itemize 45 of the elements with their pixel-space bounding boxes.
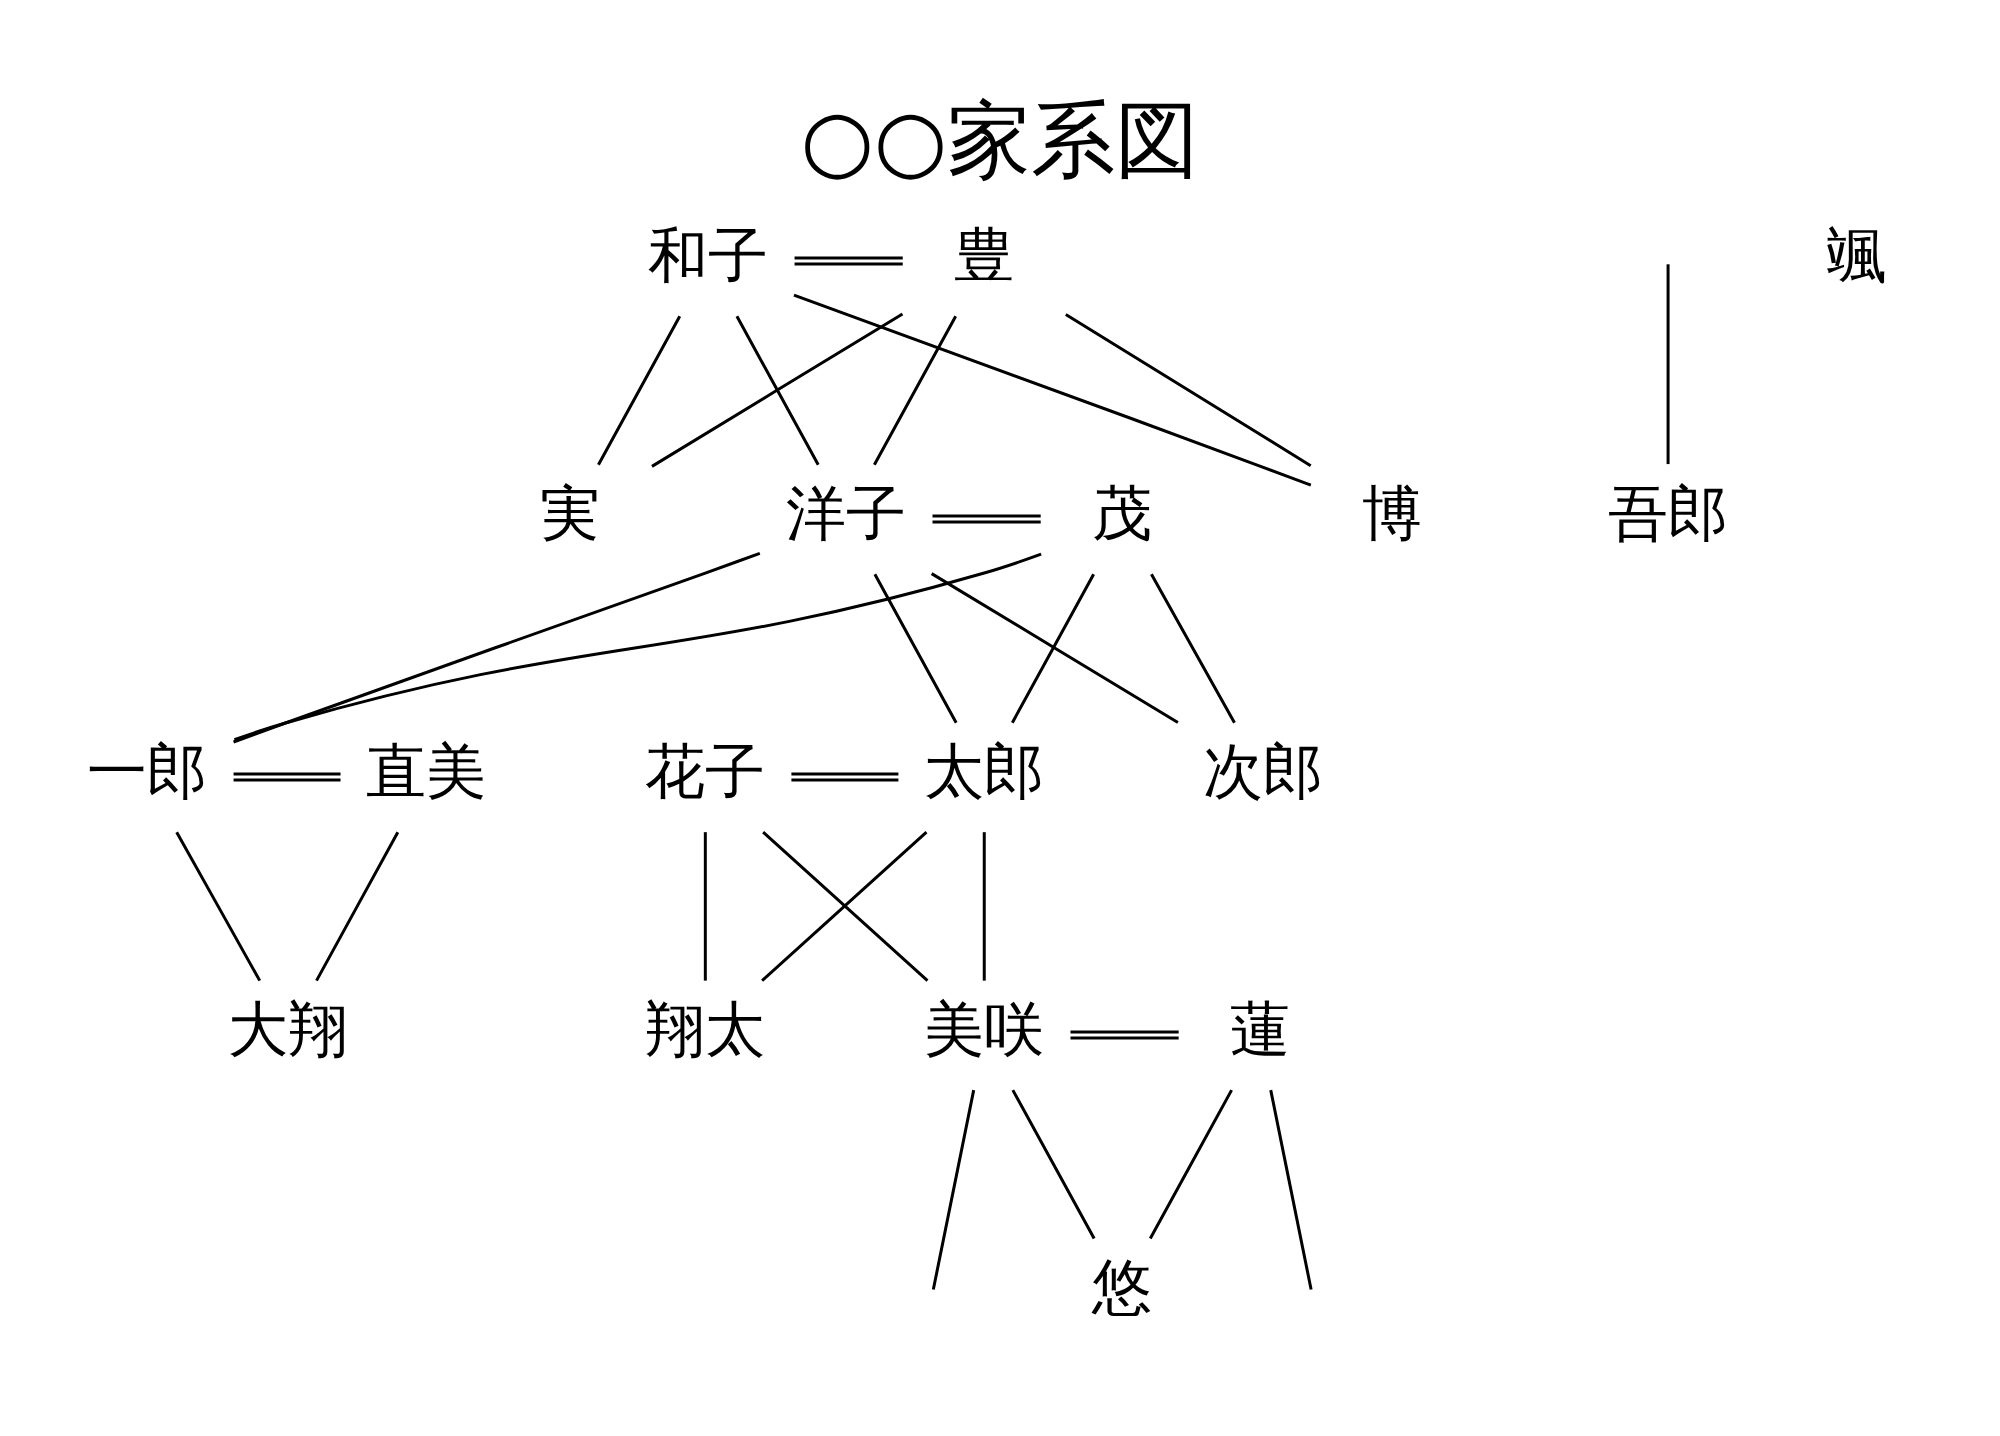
connector — [651, 312, 904, 468]
node-text: 美咲 — [924, 993, 1045, 1064]
node-text: 博 — [1362, 477, 1423, 548]
connector — [233, 552, 1042, 741]
connector — [735, 315, 820, 465]
diagram-title: ○○家系図 — [800, 90, 1200, 189]
node-text: 悠 — [1092, 1251, 1153, 1322]
node-text: 豊 — [954, 219, 1015, 290]
connector — [1269, 1089, 1313, 1290]
connector — [794, 256, 903, 266]
node-text: 次郎 — [1203, 735, 1324, 806]
node-text: 花子 — [645, 735, 766, 806]
node-text: 大翔 — [228, 993, 349, 1064]
connector — [932, 514, 1041, 524]
connector — [233, 772, 341, 781]
node-text: 直美 — [366, 735, 487, 806]
node-text: 吾郎 — [1608, 477, 1729, 548]
connector — [1150, 573, 1236, 723]
connector — [873, 573, 958, 723]
connector — [703, 831, 707, 981]
connector — [1666, 263, 1670, 464]
connector — [791, 772, 899, 781]
connector — [597, 315, 682, 465]
connector — [982, 831, 986, 981]
connector — [175, 830, 262, 981]
node-text: 洋子 — [786, 477, 907, 548]
connector — [930, 571, 1179, 724]
node-text: 蓮 — [1230, 993, 1291, 1064]
node-text: 茂 — [1092, 477, 1153, 548]
connector — [233, 551, 761, 743]
node-text: 翔太 — [645, 993, 766, 1064]
connector — [931, 1089, 976, 1290]
connector — [315, 830, 400, 981]
connector — [1011, 1088, 1096, 1239]
connector — [793, 293, 1312, 487]
node-text: 一郎 — [87, 735, 208, 806]
connector — [1065, 312, 1312, 467]
node-text: 颯 — [1827, 219, 1888, 290]
node-text: 太郎 — [924, 735, 1045, 806]
connector — [1070, 1029, 1179, 1039]
connector — [1011, 573, 1095, 723]
node-text: 和子 — [648, 219, 769, 290]
connector — [1148, 1088, 1233, 1239]
connector — [873, 315, 957, 465]
node-text: 実 — [540, 477, 601, 548]
